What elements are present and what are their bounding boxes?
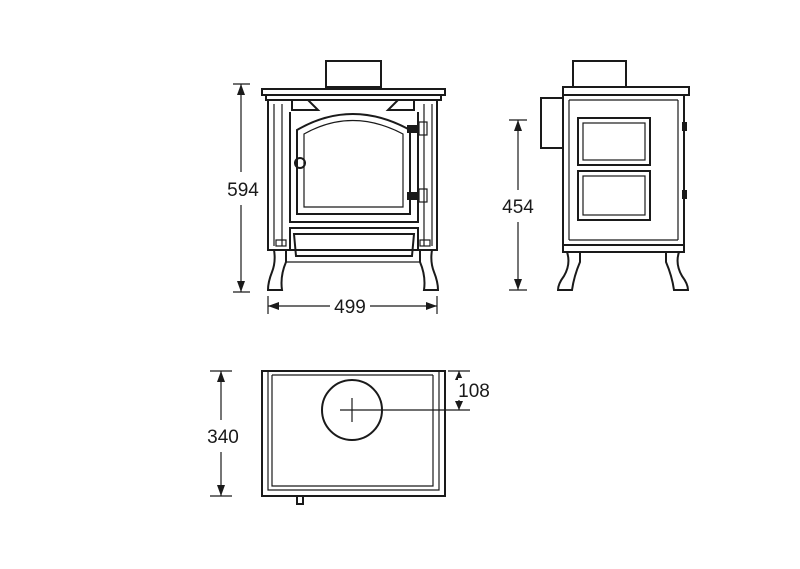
- side-rear-leg: [556, 251, 581, 291]
- flue-offset-arrow-bottom: [455, 401, 463, 410]
- side-view: [540, 60, 690, 291]
- front-door-glass: [303, 120, 404, 208]
- flue-offset-arrow-top: [455, 371, 463, 380]
- top-outer-outline: [261, 370, 446, 497]
- front-left-pillar: [273, 104, 283, 246]
- top-depth-arrow-top: [217, 371, 225, 382]
- front-right-pillar: [423, 104, 433, 246]
- top-depth-dimension: 340: [207, 370, 239, 497]
- door-knob-icon: [294, 157, 306, 169]
- flue-offset-label: 108: [458, 381, 490, 402]
- front-height-label: 594: [227, 180, 259, 201]
- side-body-inner: [568, 100, 679, 240]
- side-lower-panel-inner: [582, 175, 646, 216]
- side-hinge-lower-icon: [682, 190, 687, 199]
- side-base: [562, 244, 685, 253]
- top-depth-arrow-bottom: [217, 485, 225, 496]
- side-lower-panel: [577, 170, 651, 221]
- top-depth-label: 340: [207, 427, 239, 448]
- side-body-inner-h: [569, 99, 678, 241]
- front-view: [261, 60, 446, 291]
- front-width-dimension: 499: [267, 296, 438, 318]
- side-height-dimension: 454: [502, 119, 534, 291]
- front-top-lip: [265, 94, 442, 101]
- front-width-arrow-left: [268, 302, 279, 310]
- side-top-plate: [562, 86, 690, 96]
- front-flue-collar: [325, 60, 382, 88]
- upper-hinge-icon: [407, 125, 417, 133]
- front-height-arrow-bottom: [237, 281, 245, 292]
- side-flue-collar: [572, 60, 627, 88]
- front-height-arrow-top: [237, 84, 245, 95]
- top-view: [261, 370, 446, 505]
- front-right-ornament: [385, 99, 415, 111]
- side-hinge-upper-icon: [682, 122, 687, 131]
- flue-offset-dimension: 108: [364, 370, 492, 411]
- lower-hinge-plate: [418, 188, 428, 203]
- front-ashpan-tray: [292, 233, 416, 257]
- front-width-arrow-right: [426, 302, 437, 310]
- front-ashpan-frame: [289, 227, 419, 251]
- flue-offset-label-bg: [458, 378, 492, 400]
- side-front-leg: [665, 251, 690, 291]
- upper-hinge-plate: [418, 121, 428, 136]
- top-front-tab: [296, 496, 304, 505]
- front-left-vent: [275, 239, 287, 247]
- front-right-leg: [419, 249, 440, 291]
- side-height-arrow-top: [514, 120, 522, 131]
- front-width-label: 499: [334, 297, 366, 318]
- front-door-frame: [289, 112, 419, 223]
- front-left-leg: [266, 249, 287, 291]
- top-inner-edge: [271, 374, 434, 487]
- front-height-dimension: 594: [227, 83, 259, 293]
- side-upper-panel: [577, 117, 651, 166]
- side-height-label: 454: [502, 197, 534, 218]
- front-top-plate: [261, 88, 446, 96]
- top-inner-outline: [267, 371, 440, 491]
- front-right-vent: [419, 239, 431, 247]
- lower-hinge-icon: [407, 192, 417, 200]
- front-left-ornament: [291, 99, 321, 111]
- side-rear-boss: [540, 97, 564, 149]
- side-height-arrow-bottom: [514, 279, 522, 290]
- side-upper-panel-inner: [582, 122, 646, 161]
